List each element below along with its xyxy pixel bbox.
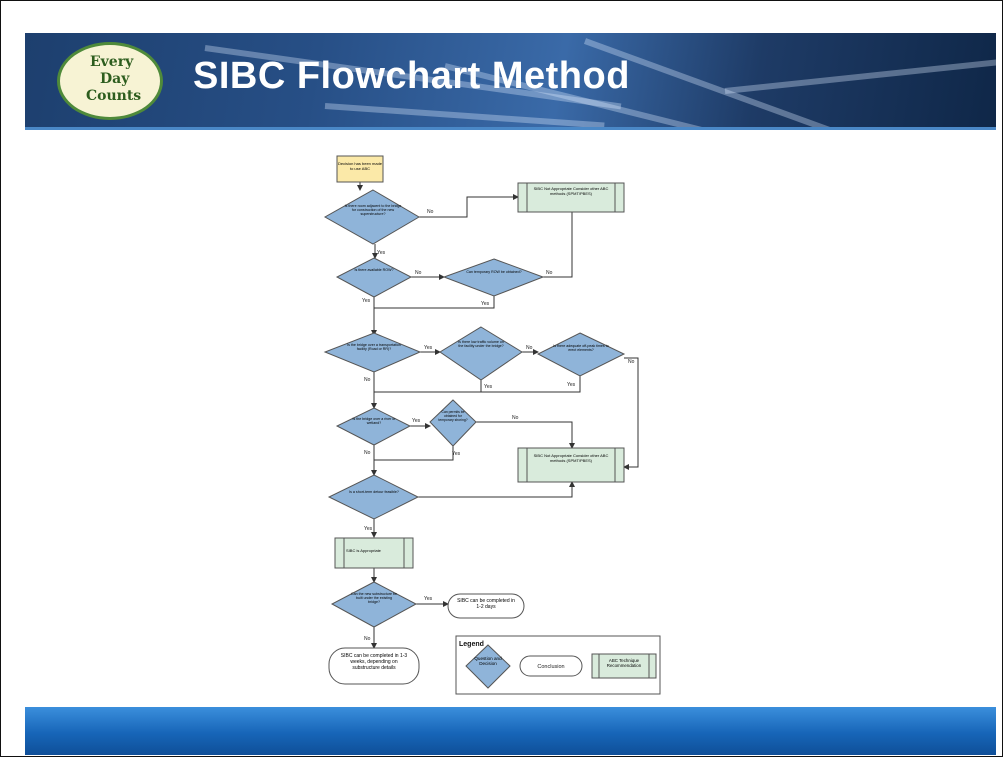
decision-short-term-detour-label: Is a short-term detour feasible? — [349, 490, 399, 494]
label-no-2: No — [415, 270, 422, 276]
result-1-3-weeks: SIBC can be completed in 1-3 weeks, depe… — [328, 647, 420, 685]
slide-title: SIBC Flowchart Method — [193, 55, 630, 97]
logo-word-counts: Counts — [86, 88, 142, 104]
header-underline — [25, 127, 996, 130]
decision-over-transportation-label: Is the bridge over a transportation faci… — [347, 343, 401, 351]
label-no-9: No — [364, 636, 371, 642]
label-no-1: No — [427, 209, 434, 215]
decision-available-row: Is there available ROW? — [335, 257, 413, 298]
decision-permits-shoring-label: Can permits be obtained for temporary sh… — [438, 410, 468, 422]
label-no-8: No — [364, 450, 371, 456]
decision-short-term-detour: Is a short-term detour feasible? — [327, 474, 420, 520]
sibc-not-appropriate-box-2: SIBC Not Appropriate Consider other ABC … — [517, 447, 625, 483]
decision-over-transportation: Is the bridge over a transportation faci… — [323, 332, 422, 373]
decision-off-peak-label: Is there adequate off-peak times to erec… — [553, 344, 609, 352]
sibc-appropriate-label: SIBC is Appropriate — [346, 548, 381, 553]
label-yes-5: Yes — [484, 384, 493, 390]
decision-low-traffic: Is there low traffic volume on the facil… — [439, 326, 523, 381]
legend-decision-shape — [465, 644, 511, 689]
result-1-2-days-label: SIBC can be completed in 1-2 days — [457, 598, 515, 610]
label-yes-2: Yes — [362, 298, 371, 304]
decision-available-row-label: Is there available ROW? — [354, 268, 394, 272]
legend-title: Legend — [459, 641, 484, 648]
start-box-label: Decision has been made to use ABC — [337, 161, 383, 171]
label-yes-1: Yes — [377, 250, 386, 256]
label-yes-8: Yes — [452, 451, 461, 457]
legend-technique-shape — [591, 653, 657, 679]
decision-off-peak: Is there adequate off-peak times to erec… — [536, 332, 626, 377]
decision-river-wetland-label: Is the bridge over a river or wetland? — [352, 417, 396, 425]
label-yes-9: Yes — [364, 526, 373, 532]
header-banner — [25, 33, 996, 129]
decision-permits-shoring: Can permits be obtained for temporary sh… — [429, 399, 477, 447]
label-yes-10: Yes — [424, 596, 433, 602]
logo-word-day: Day — [100, 71, 130, 87]
label-no-4: No — [526, 345, 533, 351]
label-no-5: No — [628, 359, 635, 365]
legend-decision-label: Question and Decision — [474, 656, 502, 666]
label-no-7: No — [512, 415, 519, 421]
label-no-6: No — [364, 377, 371, 383]
label-no-3: No — [546, 270, 553, 276]
legend: Legend Question and Decision Conclusion … — [455, 635, 661, 695]
decision-room-adjacent-label: Is there room adjacent to the bridge for… — [344, 204, 402, 216]
sibc-not-appropriate-label-1: SIBC Not Appropriate Consider other ABC … — [533, 186, 609, 196]
label-yes-7: Yes — [412, 418, 421, 424]
label-yes-6: Yes — [567, 382, 576, 388]
decision-substructure-under-bridge: Can the new substructure be built under … — [330, 581, 418, 628]
legend-conclusion-shape — [519, 655, 583, 677]
decision-substructure-label: Can the new substructure be built under … — [351, 592, 397, 604]
branch-labels: No Yes No No Yes Yes Yes No No No Yes Ye… — [362, 209, 635, 642]
every-day-counts-logo: Every Day Counts — [57, 42, 163, 120]
label-yes-4: Yes — [424, 345, 433, 351]
connector-lines — [357, 182, 639, 649]
footer-bar — [25, 707, 996, 755]
logo-word-every: Every — [90, 54, 134, 70]
start-box: Decision has been made to use ABC — [336, 155, 384, 183]
decision-room-adjacent: Is there room adjacent to the bridge for… — [323, 189, 420, 245]
sibc-not-appropriate-box-1: SIBC Not Appropriate Consider other ABC … — [517, 182, 625, 213]
decision-temporary-row-label: Can temporary ROW be obtained? — [466, 270, 522, 274]
sibc-not-appropriate-label-2: SIBC Not Appropriate Consider other ABC … — [533, 453, 609, 463]
decision-temporary-row: Can temporary ROW be obtained? — [442, 258, 545, 297]
sibc-appropriate-box: SIBC is Appropriate — [334, 537, 414, 569]
decision-low-traffic-label: Is there low traffic volume on the facil… — [458, 340, 504, 348]
result-1-3-weeks-label: SIBC can be completed in 1-3 weeks, depe… — [340, 653, 408, 671]
decision-river-wetland: Is the bridge over a river or wetland? — [335, 407, 412, 446]
label-yes-3: Yes — [481, 301, 490, 307]
legend-technique-label: ABC Technique Recommendation — [606, 658, 642, 668]
legend-conclusion-label: Conclusion — [537, 664, 564, 670]
result-1-2-days: SIBC can be completed in 1-2 days — [447, 593, 525, 619]
